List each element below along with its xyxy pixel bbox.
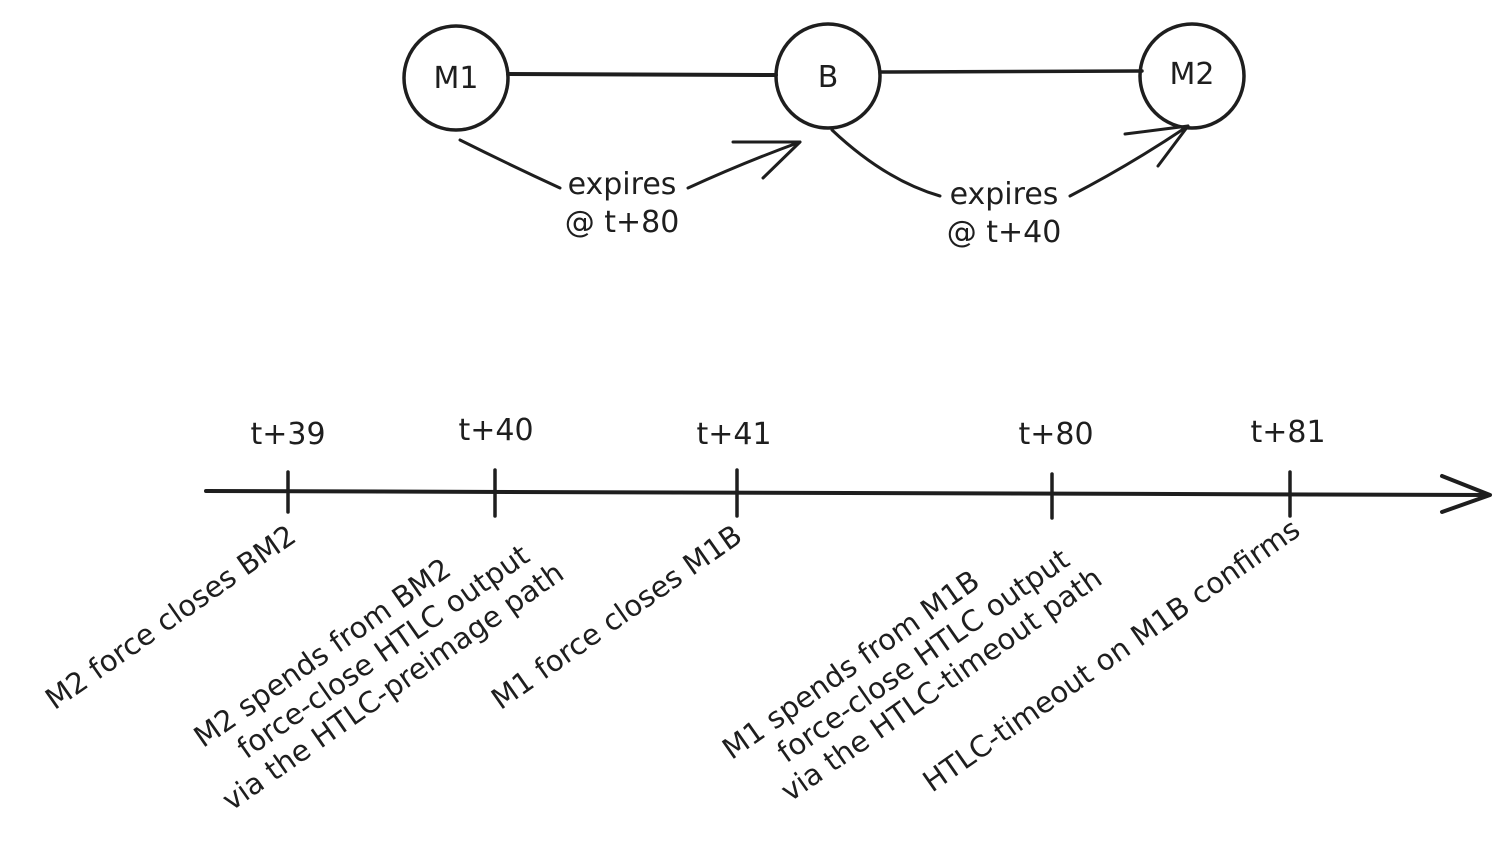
expiry-label-m1-b-line2: @ t+80 (565, 205, 680, 240)
timeline-event-4: M1 spends from M1B force-close HTLC outp… (716, 542, 1108, 809)
expiry-label-b-m2-line1: expires (950, 177, 1059, 212)
node-m2: M2 (1138, 22, 1246, 130)
expiry-arrow-m1-b-tail (458, 138, 562, 190)
timeline-tick-label-2: t+40 (458, 413, 533, 448)
timeline-event-3: M1 force closes M1B (485, 518, 748, 716)
expiry-arrow-b-m2: expires @ t+40 (830, 124, 1190, 250)
node-m2-label: M2 (1170, 57, 1215, 92)
timeline-arrowhead (1440, 474, 1492, 514)
expiry-arrow-b-m2-tail (830, 128, 942, 198)
node-m2-circle (1138, 22, 1246, 130)
node-b-circle (774, 22, 882, 130)
timeline-event-2-line2: force-close HTLC output (231, 538, 536, 766)
timeline-event-4-line2: force-close HTLC output (771, 542, 1076, 770)
node-m1-circle (402, 24, 510, 132)
timeline-axis (204, 489, 1490, 497)
timeline-tick-label-1: t+39 (250, 417, 325, 452)
expiry-label-m1-b-line1: expires (568, 167, 677, 202)
expiry-arrow-b-m2-head-line (1068, 124, 1190, 198)
channel-line-b-m2 (878, 69, 1144, 74)
timeline-tick-label-3: t+41 (696, 417, 771, 452)
node-b-label: B (818, 60, 839, 95)
timeline-tick-label-4: t+80 (1018, 417, 1093, 452)
node-m1: M1 (402, 24, 510, 132)
timeline: t+39 t+40 t+41 t+80 t+81 (204, 413, 1492, 520)
expiry-arrow-b-m2-arrowhead (1123, 124, 1190, 168)
timeline-event-2: M2 spends from BM2 force-close HTLC outp… (187, 538, 569, 818)
timeline-event-3-line1: M1 force closes M1B (485, 518, 748, 716)
expiry-arrow-m1-b-head-line (686, 140, 802, 190)
timeline-tick-label-5: t+81 (1250, 415, 1325, 450)
channel-line-m1-b (506, 72, 778, 77)
node-m1-label: M1 (434, 61, 479, 96)
expiry-arrow-m1-b-arrowhead (731, 140, 802, 180)
node-b: B (774, 22, 882, 130)
expiry-label-b-m2-line2: @ t+40 (947, 215, 1062, 250)
expiry-arrow-m1-b: expires @ t+80 (458, 138, 802, 240)
